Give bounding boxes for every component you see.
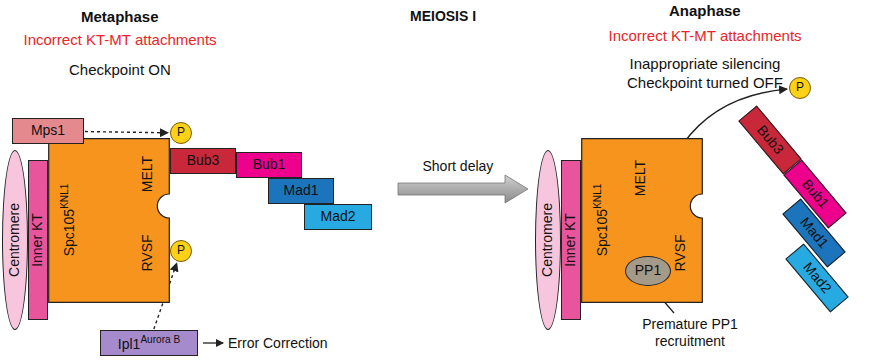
status-note: Incorrect KT-MT attachments	[24, 31, 217, 49]
outcome-label: Error Correction	[228, 335, 328, 352]
spc105-body	[49, 139, 170, 303]
node-text: Mad1	[283, 182, 318, 198]
text-group: RVSF	[673, 234, 688, 271]
node-text: Inner KT	[562, 213, 578, 267]
protein-box: Mad2	[304, 204, 372, 230]
text-group: Centromere	[7, 203, 22, 277]
node-text: Centromere	[6, 203, 22, 277]
spc105-body	[582, 139, 703, 303]
node-text: Centromere	[539, 203, 555, 277]
kinase-box: Ipl1Aurora B	[100, 330, 198, 356]
protein-box: Bub1	[236, 152, 302, 178]
phospho-circle: P	[789, 77, 811, 99]
annotation-label: Premature PP1 recruitment	[625, 316, 755, 350]
node-text: P	[177, 125, 185, 139]
spc105-protein-shape: Spc105KNL1 MELT RVSF PP1	[581, 138, 703, 303]
diagram-title: MEIOSIS I	[410, 8, 476, 25]
text-group: RVSF	[140, 234, 155, 271]
inner-kinetochore-band: Inner KT	[28, 160, 48, 320]
stage-heading: Metaphase	[81, 8, 159, 26]
status-note: Inappropriate silencing	[630, 55, 781, 73]
text-group: Mps1	[31, 123, 65, 138]
dashed-arrow	[85, 132, 168, 133]
protein-box: Bub3	[170, 148, 236, 174]
phosphatase-oval: PP1	[625, 256, 671, 286]
node-text: Mad2	[320, 208, 355, 224]
node-text: Bub3	[754, 122, 787, 157]
phospho-circle: P	[170, 240, 192, 262]
inner-kinetochore-band: Inner KT	[561, 160, 581, 320]
transition-label: Short delay	[423, 158, 494, 175]
protein-box: Mad1	[268, 178, 334, 204]
node-text: RVSF	[139, 234, 155, 271]
status-note: Incorrect KT-MT attachments	[609, 27, 802, 45]
text-group: Mad1	[283, 183, 318, 198]
node-text: RVSF	[672, 234, 688, 271]
error-correction-arrow	[203, 342, 223, 343]
centromere-oval: Centromere	[535, 150, 561, 330]
text-group: Bub1	[253, 157, 286, 172]
node-text: P	[796, 80, 804, 94]
protein-box: Bub3	[738, 105, 801, 174]
text-group: P	[177, 244, 185, 257]
text-group: Mad2	[320, 209, 355, 224]
text-group: MELT	[140, 156, 155, 192]
text-group: Inner KT	[30, 213, 45, 267]
text-group: Spc105KNL1	[59, 184, 77, 257]
spc105-protein-shape: Spc105KNL1 MELT RVSF	[48, 138, 170, 303]
text-group: Spc105KNL1	[592, 184, 610, 257]
kinase-box: Mps1	[12, 118, 84, 144]
status-note: Checkpoint turned OFF	[627, 74, 783, 92]
node-text: Ipl1	[118, 336, 141, 352]
text-group: PP1	[635, 263, 661, 278]
node-text: PP1	[635, 262, 661, 278]
phospho-circle: P	[170, 122, 192, 144]
text-group: Bub3	[754, 123, 787, 158]
superscript-text: Aurora B	[140, 334, 180, 345]
text-group: Inner KT	[563, 213, 578, 267]
node-text: Spc105	[61, 209, 77, 256]
text-group: MELT	[633, 160, 648, 196]
delay-block-arrow	[398, 175, 528, 203]
node-text: Spc105	[594, 209, 610, 256]
node-text: MELT	[139, 156, 155, 192]
node-text: P	[177, 243, 185, 257]
node-text: Bub3	[187, 152, 220, 168]
status-note: Checkpoint ON	[69, 61, 171, 79]
text-group: P	[177, 126, 185, 139]
centromere-oval: Centromere	[2, 150, 28, 330]
text-group: Centromere	[540, 203, 555, 277]
superscript-text: KNL1	[59, 184, 70, 209]
node-text: Mps1	[31, 122, 65, 138]
node-text: Inner KT	[29, 213, 45, 267]
node-text: MELT	[632, 160, 648, 196]
superscript-text: KNL1	[592, 184, 603, 209]
text-group: P	[796, 81, 804, 94]
stage-heading: Anaphase	[669, 2, 741, 20]
text-group: Ipl1Aurora B	[118, 334, 180, 352]
text-group: Bub3	[187, 153, 220, 168]
node-text: Bub1	[253, 156, 286, 172]
